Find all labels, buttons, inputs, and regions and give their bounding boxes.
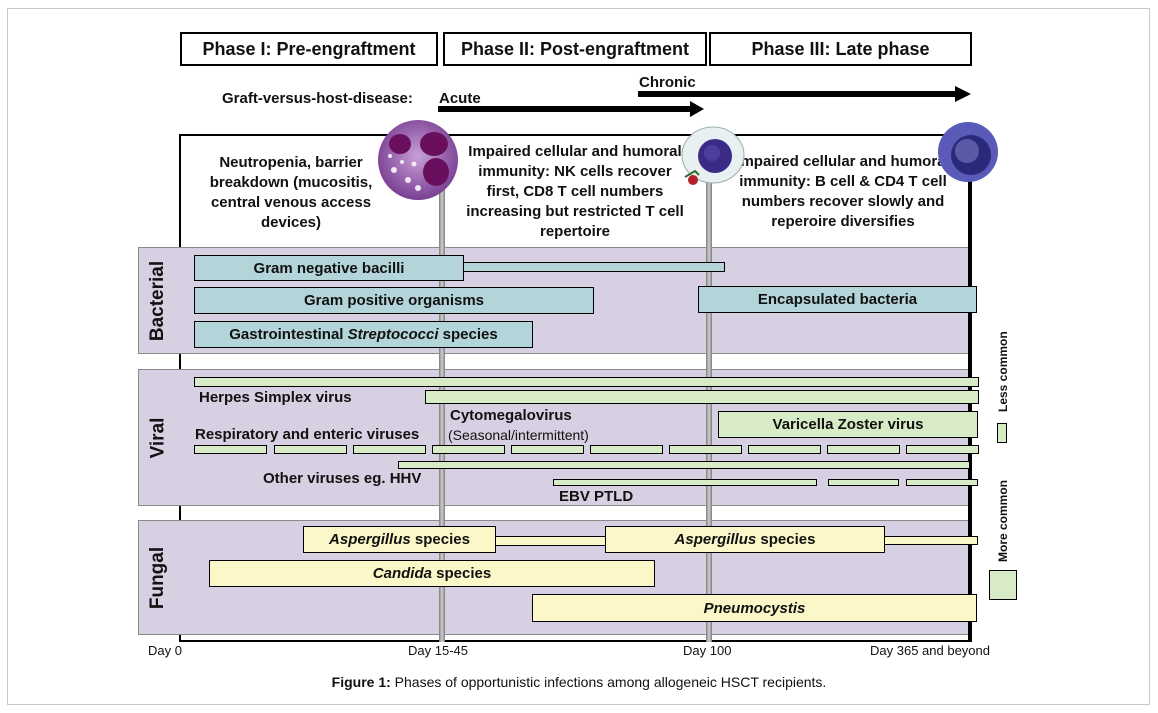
- fungal-category-label: Fungal: [147, 546, 168, 609]
- gvhd-label: Graft-versus-host-disease:: [222, 90, 413, 107]
- respiratory-segment: [669, 445, 742, 454]
- aspergillus-bar-1: Aspergillus species: [303, 526, 496, 553]
- cmv-bar: [425, 390, 979, 404]
- legend-more-common: More common: [996, 479, 1010, 562]
- pneumocystis-bar: Pneumocystis: [532, 594, 977, 622]
- legend-less-common-swatch: [997, 423, 1007, 443]
- gvhd-acute-label: Acute: [439, 90, 481, 107]
- phase-2-description: Impaired cellular and humoral immunity: …: [466, 143, 684, 240]
- other-viruses-bar: [398, 461, 970, 469]
- phase-3-description: Impaired cellular and humoral immunity: …: [736, 153, 950, 230]
- figure-caption: Figure 1: Phases of opportunistic infect…: [0, 674, 1158, 690]
- aspergillus-connector-2: [884, 536, 978, 545]
- other-viruses-label: Other viruses eg. HHV: [263, 470, 422, 487]
- phase-3-header: Phase III: Late phase: [709, 32, 972, 66]
- respiratory-segment: [432, 445, 505, 454]
- chronic-arrow: [638, 86, 971, 102]
- gram-negative-tail-bar: [462, 262, 725, 272]
- acute-arrow: [438, 101, 704, 117]
- hsv-bar: [194, 377, 979, 387]
- phase-1-header: Phase I: Pre-engraftment: [180, 32, 438, 66]
- aspergillus-connector-1: [495, 536, 607, 546]
- tick-day-365: Day 365 and beyond: [870, 643, 990, 658]
- tick-day-0: Day 0: [148, 643, 182, 658]
- phase-1-description: Neutropenia, barrier breakdown (mucositi…: [209, 154, 373, 231]
- bacterial-category-label: Bacterial: [147, 260, 168, 341]
- b-cell-icon: [938, 122, 998, 182]
- figure-frame: [7, 8, 1150, 705]
- respiratory-label: Respiratory and enteric viruses: [195, 426, 420, 443]
- aspergillus-bar-2: Aspergillus species: [605, 526, 885, 553]
- respiratory-segment: [748, 445, 821, 454]
- respiratory-segment: [511, 445, 584, 454]
- neutrophil-cell-icon: [378, 120, 458, 200]
- gram-positive-bar: Gram positive organisms: [194, 287, 594, 314]
- gvhd-arrows: [438, 86, 971, 117]
- respiratory-segment: [353, 445, 426, 454]
- respiratory-segment: [194, 445, 267, 454]
- lymphocyte-cell-icon: [681, 126, 745, 185]
- caption-text: Phases of opportunistic infections among…: [394, 674, 827, 690]
- gvhd-chronic-label: Chronic: [639, 74, 696, 91]
- cmv-label: Cytomegalovirus: [450, 407, 572, 424]
- streptococci-bar: Gastrointestinal Streptococci species: [194, 321, 533, 348]
- candida-bar: Candida species: [209, 560, 655, 587]
- respiratory-segment: [590, 445, 663, 454]
- day-100-marker: [706, 135, 712, 642]
- legend-more-common-swatch: [989, 570, 1017, 600]
- cmv-note: (Seasonal/intermittent): [448, 427, 589, 443]
- hsv-label: Herpes Simplex virus: [199, 389, 352, 406]
- tick-day-15-45: Day 15-45: [408, 643, 468, 658]
- day-15-45-marker: [439, 135, 445, 642]
- gram-negative-bar: Gram negative bacilli: [194, 255, 464, 281]
- phase-2-header: Phase II: Post-engraftment: [443, 32, 707, 66]
- ebv-label: EBV PTLD: [559, 488, 634, 505]
- ebv-bar-1: [553, 479, 817, 486]
- ebv-bar-2: [828, 479, 899, 486]
- legend-less-common: Less common: [996, 331, 1010, 412]
- respiratory-segment: [274, 445, 347, 454]
- caption-label: Figure 1:: [331, 674, 391, 690]
- respiratory-segment: [827, 445, 900, 454]
- encapsulated-bacteria-bar: Encapsulated bacteria: [698, 286, 977, 313]
- ebv-bar-3: [906, 479, 978, 486]
- viral-category-label: Viral: [147, 417, 169, 458]
- tick-day-100: Day 100: [683, 643, 732, 658]
- respiratory-segment: [906, 445, 979, 454]
- vzv-bar: Varicella Zoster virus: [718, 411, 978, 438]
